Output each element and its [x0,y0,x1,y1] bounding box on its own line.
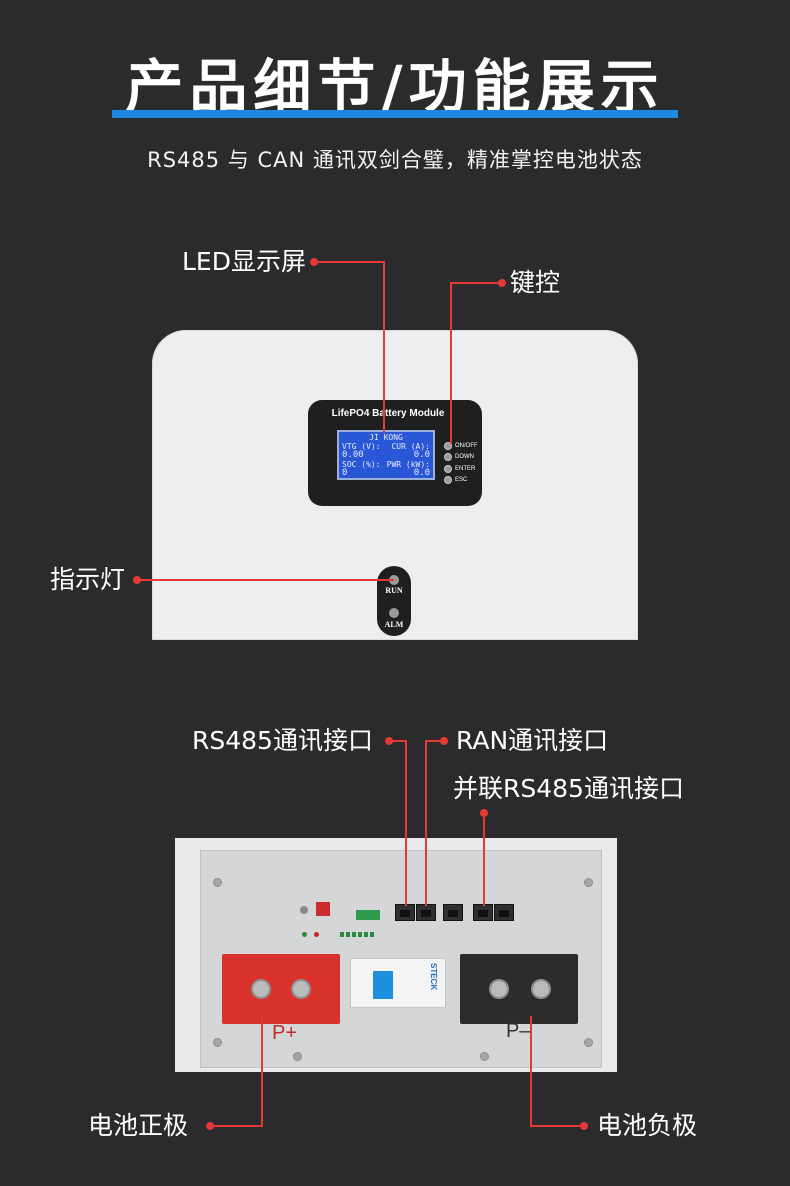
callout-led-display: LED显示屏 [182,247,306,276]
callout-line [261,1018,263,1127]
callout-line [530,1125,582,1127]
callout-rs485-port: RS485通讯接口 [192,726,373,755]
title-underline [112,110,678,118]
lcd-vtg-value: 0.00 [342,450,364,460]
lcd-pwr-value: 0.0 [413,468,430,478]
callout-line [210,1125,263,1127]
breaker-brand: STECK [429,963,438,991]
display-module: LifePO4 Battery Module JI KONG VTG (V): … [308,400,482,506]
callout-indicator: 指示灯 [50,565,126,594]
lcd-vtg-label: VTG (V): [342,442,381,451]
callout-line [530,1016,532,1127]
callout-line [383,261,385,433]
callout-line [389,740,407,742]
screw-icon [293,1052,302,1061]
esc-key[interactable]: ESC [444,475,478,487]
run-label: RUN [385,586,403,595]
indicator-panel: RUN ALM [377,566,411,636]
callout-positive: 电池正极 [88,1111,189,1140]
lcd-pwr-label: PWR (kW): [386,460,430,469]
bolt-icon [522,970,560,1008]
rs485-port[interactable] [395,904,415,921]
key-buttons: ON/OFF DOWN ENTER ESC [444,440,478,486]
screw-icon [213,1038,222,1047]
callout-ran-port: RAN通讯接口 [456,726,609,755]
callout-keys: 键控 [510,268,561,297]
esc-button-icon [444,476,452,485]
page-title: 产品细节/功能展示 [125,53,665,121]
down-key-label: DOWN [455,454,474,461]
negative-terminal[interactable] [460,954,578,1024]
callout-line [405,740,407,906]
esc-key-label: ESC [455,477,468,484]
circuit-breaker[interactable]: STECK [350,958,446,1008]
screw-icon [584,878,593,887]
soc-leds-icon [340,932,374,937]
callout-line [137,579,394,581]
negative-mark: P– [506,1020,531,1042]
alm-label: ALM [384,620,404,629]
parallel-rs485-port-2[interactable] [494,904,514,921]
lcd-soc-value: 0 [342,468,348,478]
bolt-icon [480,970,518,1008]
callout-line [450,282,452,444]
can-port[interactable] [416,904,436,921]
callout-line [483,813,485,906]
module-title: LifePO4 Battery Module [331,408,445,419]
enter-key-label: ENTER [455,465,476,472]
positive-terminal[interactable] [222,954,340,1024]
parallel-rs485-port-1[interactable] [473,904,493,921]
callout-parallel-rs485-port: 并联RS485通讯接口 [453,774,684,803]
lcd-soc-label: SOC (%): [342,460,381,469]
down-key[interactable]: DOWN [444,452,478,464]
page-subtitle: RS485 与 CAN 通讯双剑合璧，精准掌控电池状态 [147,148,643,172]
callout-line [450,282,502,284]
power-switch-icon[interactable] [300,906,308,914]
dip-switch-icon[interactable] [316,902,330,916]
run-led-icon [389,575,399,585]
lcd-cur-value: 0.0 [413,450,430,460]
callout-line [314,261,385,263]
bolt-icon [282,970,320,1008]
callout-dot [498,279,506,287]
lcd-screen: JI KONG VTG (V): CUR (A): 0.00 0.0 SOC (… [337,430,435,480]
down-button-icon [444,453,452,462]
enter-key[interactable]: ENTER [444,463,478,475]
bolt-icon [242,970,280,1008]
lcd-cur-label: CUR (A): [391,442,430,451]
alm-led-icon [314,932,319,937]
lcd-header: JI KONG [369,433,403,442]
screw-icon [584,1038,593,1047]
callout-line [425,740,443,742]
onoff-key-label: ON/OFF [455,442,478,449]
enter-button-icon [444,464,452,473]
callout-negative: 电池负极 [597,1111,698,1140]
screw-icon [213,878,222,887]
positive-mark: P+ [272,1022,298,1044]
terminal-block-icon [356,910,380,920]
callout-line [425,740,427,906]
rs232-port[interactable] [443,904,463,921]
onoff-button-icon [444,441,452,450]
onoff-key[interactable]: ON/OFF [444,440,478,452]
callout-dot [580,1122,588,1130]
breaker-switch-icon[interactable] [373,971,393,999]
callout-dot [440,737,448,745]
alm-led-icon [389,608,399,618]
screw-icon [480,1052,489,1061]
run-led-icon [302,932,307,937]
